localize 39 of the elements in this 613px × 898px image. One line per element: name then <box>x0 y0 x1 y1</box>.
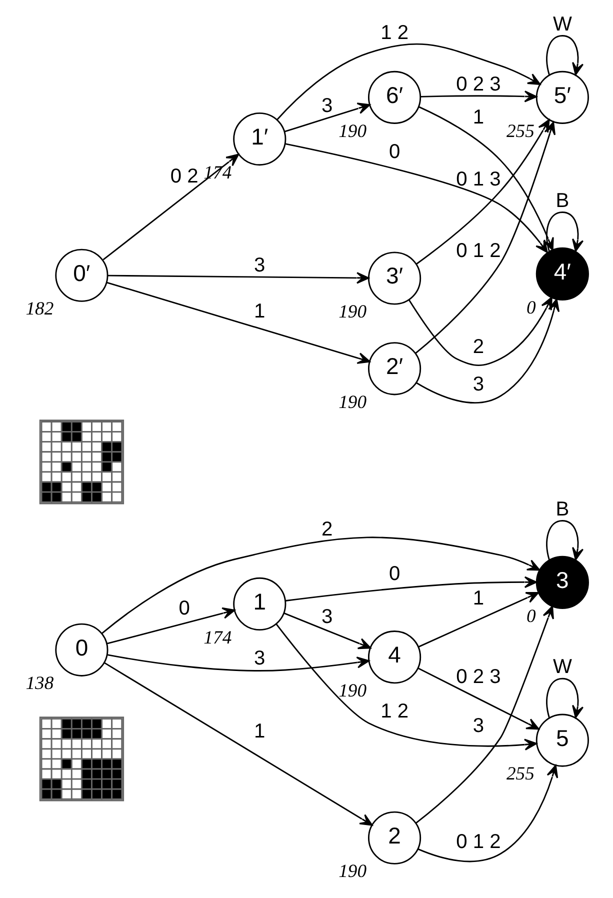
edge-label: 3 <box>254 648 265 670</box>
edge-label: 3 <box>472 714 484 737</box>
edge-label: 0 2 3 <box>456 666 500 688</box>
edge-label: 1 2 <box>380 700 408 723</box>
edge-label: 1 2 <box>380 22 408 44</box>
edge-label: 0 <box>178 597 190 620</box>
edge-label: 2 <box>321 518 332 540</box>
edge-label: W <box>552 13 572 36</box>
node-label: 190 <box>338 680 366 702</box>
node-label: 190 <box>338 302 366 323</box>
node-label: 0 <box>526 297 536 318</box>
edge-label: 2 <box>472 336 484 358</box>
edge-label: 1 <box>254 720 265 743</box>
node-label: 255 <box>506 764 534 785</box>
node-label: 190 <box>338 861 366 882</box>
edge-label: 3 <box>321 95 332 118</box>
edge-label: 3 <box>254 254 265 276</box>
node-label: 182 <box>25 298 54 320</box>
edge-label: B <box>555 190 569 212</box>
edge-label: 0 1 2 <box>456 240 500 262</box>
node-label: 174 <box>203 627 232 648</box>
edge-label: 0 1 3 <box>456 168 500 190</box>
node-label: 190 <box>338 392 366 413</box>
edge-label: 0 <box>388 140 400 163</box>
edge-label: 0 2 <box>170 165 198 188</box>
node-label: 190 <box>338 120 366 142</box>
edge-label: 1 <box>254 300 265 322</box>
edge-label: 0 1 2 <box>456 831 500 854</box>
edge-label: 1 <box>472 106 484 129</box>
edge-label: 1 <box>472 587 484 610</box>
edge-label: 3 <box>472 373 484 396</box>
edge-label: B <box>555 498 569 520</box>
edge-label: 0 <box>388 562 400 585</box>
edge-label: W <box>552 656 572 678</box>
node-label: 255 <box>506 120 534 142</box>
node-label: 138 <box>25 673 54 694</box>
edge-label: 0 2 3 <box>456 74 500 96</box>
edge-label: 3 <box>321 606 332 628</box>
node-label: 0 <box>526 606 536 627</box>
